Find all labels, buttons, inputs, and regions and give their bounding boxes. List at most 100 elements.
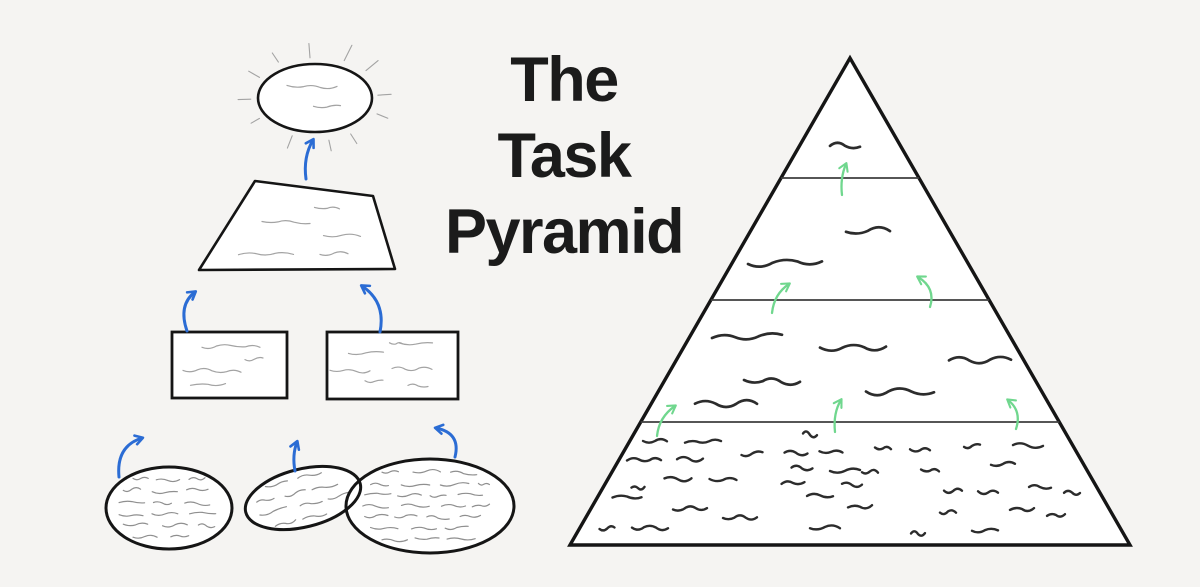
scribble-text-line — [414, 537, 440, 540]
flow-arrow-icon — [182, 290, 198, 333]
scribble-text-line — [439, 482, 470, 487]
scribble-text-line — [347, 351, 385, 356]
scribble-text-line — [397, 493, 422, 498]
scribble-text-line — [407, 383, 429, 388]
task-scribble — [818, 449, 844, 455]
scribble-text-line — [410, 526, 437, 531]
task-scribble — [860, 468, 880, 475]
task-scribble — [630, 485, 646, 491]
scribble-text-line — [364, 492, 392, 496]
scribble-text-line — [327, 491, 350, 500]
scribble-text-line — [256, 497, 275, 503]
sun-ray-line — [350, 133, 358, 145]
sun-ray-line — [308, 42, 311, 59]
goal-node — [237, 42, 392, 152]
flow-arrow-icon — [433, 423, 458, 459]
task-scribble — [683, 438, 723, 444]
scribble-text-line — [188, 477, 206, 481]
task-scribble — [742, 377, 802, 387]
scribble-text-line — [381, 470, 399, 474]
scribble-text-line — [261, 220, 311, 225]
scribble-text-line — [444, 525, 469, 531]
task-scribble — [746, 258, 824, 268]
task-scribble — [675, 455, 705, 463]
task-scribble — [780, 480, 806, 486]
sun-ray-line — [343, 44, 353, 62]
task-pool-fill — [346, 459, 514, 553]
title-line-3: Pyramid — [444, 197, 685, 267]
scribble-text-line — [302, 513, 328, 520]
task-scribble — [1008, 506, 1036, 513]
level-up-arrow-icon — [916, 275, 933, 309]
scribble-text-line — [170, 534, 190, 538]
flow-arrow-icon — [289, 439, 301, 473]
sun-ray-line — [328, 139, 332, 152]
task-scribble — [962, 442, 982, 450]
task-scribble — [1027, 483, 1053, 490]
scribble-text-line — [284, 489, 306, 498]
goal-ellipse — [256, 62, 374, 134]
scribble-text-line — [362, 503, 389, 509]
scribble-text-line — [162, 522, 188, 528]
scribble-text-line — [398, 342, 434, 346]
task-scribble — [801, 430, 819, 439]
scribble-text-line — [429, 494, 447, 498]
task-scribble — [828, 141, 862, 150]
scribble-text-line — [426, 515, 450, 521]
level-up-arrow-icon — [838, 162, 849, 197]
level-up-arrow-icon — [1006, 398, 1019, 431]
flow-arrow-icon — [117, 434, 145, 479]
scribble-text-line — [391, 366, 433, 372]
task-scribble — [873, 445, 893, 451]
trapezoid-shape — [197, 179, 397, 272]
scribble-text-line — [471, 503, 491, 508]
scribble-text-line — [400, 503, 430, 508]
task-scribble — [611, 494, 643, 500]
scribble-text-line — [237, 252, 295, 256]
scribble-text-line — [151, 490, 178, 495]
scribble-text-line — [313, 206, 341, 210]
task-box-node — [170, 330, 289, 400]
scribble-text-line — [440, 503, 467, 508]
scribble-text-line — [155, 478, 181, 483]
scribble-text-line — [259, 506, 288, 516]
scribble-text-line — [186, 487, 209, 492]
scribble-text-line — [319, 251, 349, 256]
flow-arrow-icon — [359, 284, 383, 334]
task-scribble — [938, 509, 958, 516]
flow-arrow-icon — [303, 137, 315, 181]
scribble-text-line — [329, 369, 371, 374]
scribble-text-line — [184, 501, 211, 507]
scribble-text-line — [201, 344, 261, 350]
task-scribble — [783, 449, 809, 457]
title-line-2: Task — [497, 121, 632, 191]
sun-ray-line — [365, 60, 379, 72]
level-up-arrow-icon — [655, 404, 677, 438]
scribble-text-line — [459, 514, 482, 518]
task-pool-node — [344, 457, 516, 555]
trapezoid-node — [197, 179, 397, 272]
scribble-text-line — [151, 511, 179, 516]
scribble-text-line — [322, 233, 362, 238]
task-scribble — [671, 505, 709, 512]
scribble-text-line — [450, 470, 478, 476]
task-scribble — [630, 524, 670, 532]
scribble-text-line — [312, 104, 342, 109]
sun-ray-line — [248, 70, 261, 78]
scribble-text-line — [118, 500, 146, 504]
page-title: The Task Pyramid — [408, 42, 720, 270]
task-scribble — [721, 514, 759, 521]
task-scribble — [909, 530, 927, 537]
scribble-text-line — [132, 534, 158, 539]
scribble-text-line — [299, 500, 323, 507]
task-scribble — [844, 225, 892, 235]
scribble-text-line — [400, 483, 431, 488]
task-box-shape — [325, 330, 460, 401]
task-scribble — [808, 524, 842, 531]
pyramid-outline — [567, 54, 1133, 547]
task-scribble — [908, 447, 932, 453]
scribble-text-line — [132, 476, 149, 481]
task-scribble — [805, 492, 835, 499]
level-up-arrow-icon — [832, 398, 843, 434]
